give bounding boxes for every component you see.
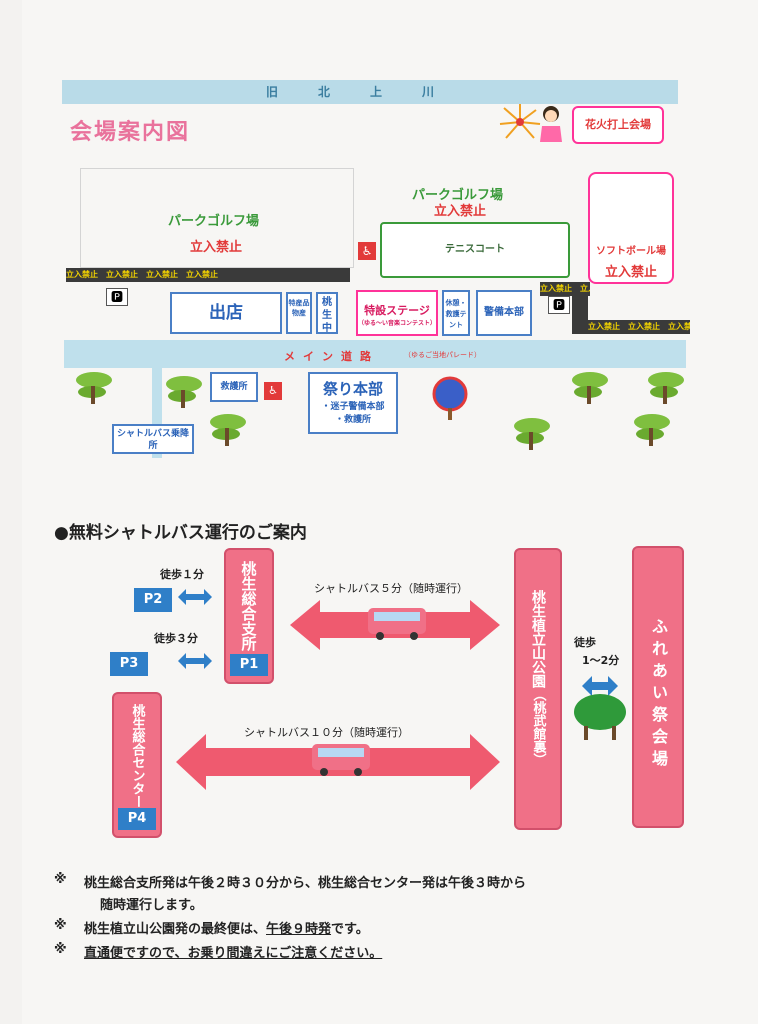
- note-line-1: 桃生総合支所発は午後２時３０分から、桃生総合センター発は午後３時から: [84, 876, 527, 891]
- shuttle-arrows: [176, 589, 626, 790]
- no-entry-bar-vertical: [572, 296, 588, 334]
- festival-hq-label: 祭り本部: [322, 380, 383, 398]
- main-road-sub: （ゆるご当地パレード）: [404, 351, 481, 359]
- no-entry-bar-right: 立入禁止 立入禁止 立入禁止 立入禁止: [540, 282, 590, 296]
- pine-tree-icon: [514, 418, 550, 450]
- note-line-2-pre: 桃生植立山公園発の最終便は、: [84, 922, 267, 937]
- p4-box: P4: [118, 808, 156, 830]
- special-stage-box: 特設ステージ （ゆる～い音楽コンテスト）: [356, 290, 438, 336]
- bus10-label: シャトルバス１０分（随時運行）: [244, 726, 409, 739]
- stalls-box: 出店: [170, 292, 282, 334]
- bus5-label: シャトルバス５分（随時運行）: [314, 582, 468, 595]
- branch-office-label: 桃生総合支所: [239, 561, 258, 651]
- tennis-court: テニスコート: [380, 222, 570, 278]
- fireworks-icon: [499, 104, 541, 139]
- bus-icon-lower: [312, 744, 370, 776]
- uchiwa-fan-icon: [432, 376, 468, 420]
- pine-tree-icon: [634, 414, 670, 446]
- park-pillar: 桃生植立山公園 （桃武館裏）: [514, 548, 562, 830]
- venue-pillar: ふれあい祭会場: [632, 546, 684, 828]
- main-road-label: メイン道路: [284, 350, 379, 363]
- festival-hq-item-1: ・迷子警備本部: [321, 402, 385, 412]
- side-road-left: [152, 368, 162, 458]
- local-products-box: 特産品物産: [286, 292, 312, 334]
- shuttle-stop-box: シャトルバス乗降所: [112, 424, 194, 454]
- note-mark-3: ※: [54, 942, 67, 957]
- softball-label: ソフトボール場: [596, 246, 666, 257]
- walk-venue-label-1: 徒歩: [574, 636, 596, 649]
- river-band: 旧北上川: [62, 80, 678, 104]
- park-golf-left-label: パークゴルフ場: [168, 214, 260, 229]
- shuttle-section-title: ●無料シャトルバス運行のご案内: [54, 523, 307, 543]
- park-sub-label: （桃武館裏）: [530, 688, 546, 766]
- center-pillar: 桃生総合センター P4: [112, 692, 162, 838]
- p2-box: P2: [134, 588, 172, 612]
- tennis-court-label: テニスコート: [445, 244, 505, 255]
- venue-label: ふれあい祭会場: [649, 618, 668, 772]
- special-stage-sub: （ゆる～い音楽コンテスト）: [358, 320, 437, 327]
- security-hq-box: 警備本部: [476, 290, 532, 336]
- parking-left-icon: 🅿: [106, 288, 128, 306]
- toilet-icon-lower: ♿: [264, 382, 282, 400]
- map-title: 会場案内図: [70, 120, 191, 145]
- p3-box: P3: [110, 652, 148, 676]
- bus-icon-upper: [368, 608, 426, 640]
- walk-venue-label-2: 1～2分: [582, 654, 620, 667]
- special-stage-label: 特設ステージ: [364, 304, 430, 317]
- note-mark-2: ※: [54, 918, 67, 933]
- branch-office-pillar: 桃生総合支所 P1: [224, 548, 274, 684]
- center-label: 桃生総合センター: [129, 704, 145, 808]
- softball-restriction: 立入禁止: [604, 265, 657, 280]
- festival-hq-item-2: ・救護所: [334, 415, 371, 425]
- fireworks-site-box: 花火打上会場: [572, 106, 664, 144]
- park-golf-center-label: パークゴルフ場: [412, 188, 504, 203]
- note-line-1b: 随時運行します。: [100, 898, 203, 913]
- p1-box: P1: [230, 654, 268, 676]
- park-golf-center-restriction: 立入禁止: [434, 204, 487, 219]
- pine-tree-icon: [76, 372, 112, 404]
- walk-p2-arrow: [178, 589, 212, 605]
- note-line-2-emphasis: 午後９時発: [266, 922, 332, 937]
- walk-p3-label: 徒歩３分: [154, 632, 198, 645]
- pine-tree-icon: [572, 372, 608, 404]
- pine-tree-icon: [210, 414, 246, 446]
- park-golf-left-restriction: 立入禁止: [190, 240, 243, 255]
- no-entry-bar-left: 立入禁止 立入禁止 立入禁止 立入禁止: [66, 268, 350, 282]
- parking-right-icon: 🅿: [548, 296, 570, 314]
- pine-tree-icon: [166, 376, 202, 408]
- note-line-2-post: です。: [331, 922, 369, 937]
- no-entry-bar-bottom: 立入禁止 立入禁止 立入禁止 立入禁止: [588, 320, 690, 334]
- walk-p3-arrow: [178, 653, 212, 669]
- festival-hq-box: 祭り本部 ・迷子警備本部 ・救護所: [308, 372, 398, 434]
- note-mark-1: ※: [54, 872, 67, 887]
- fireworks-site-label: 花火打上会場: [585, 118, 651, 131]
- note-line-3: 直通便ですので、お乗り間違えにご注意ください。: [84, 946, 383, 961]
- softball-lot: ソフトボール場 立入禁止: [588, 172, 674, 284]
- main-road: [64, 340, 686, 368]
- paper-sheet: [22, 0, 758, 1024]
- momonyu-middle-box: 桃生中: [316, 292, 338, 334]
- rest-tent-box: 休憩・救護テント: [442, 290, 470, 336]
- girl-icon: [540, 106, 562, 142]
- walk-venue-arrow: [582, 676, 618, 696]
- first-aid-box: 救護所: [210, 372, 258, 402]
- green-tree-icon: [574, 694, 626, 740]
- pine-tree-icon: [648, 372, 684, 404]
- toilet-icon: ♿: [358, 242, 376, 260]
- park-label: 桃生植立山公園: [530, 590, 546, 688]
- park-golf-left-lot: [80, 168, 354, 268]
- note-line-2: 桃生植立山公園発の最終便は、午後９時発です。: [84, 918, 369, 937]
- walk-p2-label: 徒歩１分: [160, 568, 204, 581]
